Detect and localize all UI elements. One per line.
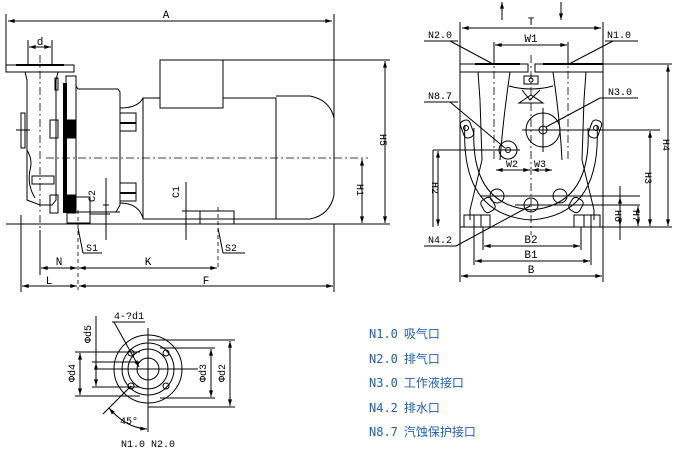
port-label-n1: N1.0 <box>607 31 631 42</box>
dim-h7-label: H7 <box>629 210 640 222</box>
holes-label: 4-?d1 <box>114 311 144 323</box>
legend-label: 工作液接口 <box>403 376 464 390</box>
dim-s1-label: S1 <box>86 244 98 255</box>
dim-d4-label: Φd4 <box>67 364 79 382</box>
dim-w1-label: W1 <box>524 34 538 46</box>
legend-item: N4.2 排水口 <box>369 400 476 425</box>
left-foot <box>463 214 491 228</box>
port-label-n2: N2.0 <box>428 31 452 42</box>
legend-item: N2.0 排气口 <box>369 351 476 376</box>
port-legend: N1.0 吸气口 N2.0 排气口 N3.0 工作液接口 N4.2 排水口 N8.7 汽蚀… <box>369 326 476 449</box>
dim-h4-label: H4 <box>659 139 670 151</box>
dim-d5-label: Φd5 <box>83 325 95 343</box>
terminal-box <box>159 59 224 109</box>
dim-s2-label: S2 <box>225 244 237 255</box>
dim-h5-label: H5 <box>376 134 387 146</box>
legend-code: N2.0 <box>369 351 398 366</box>
port-label-n3: N3.0 <box>608 88 632 99</box>
dim-h2-label: H2 <box>428 182 439 194</box>
dim-c1-label: C1 <box>172 186 183 198</box>
flange-caption: N1.0 N2.0 <box>121 440 175 451</box>
motor-fan-cover <box>276 95 335 220</box>
dim-f-label: F <box>203 276 210 288</box>
suction-flange <box>534 63 604 73</box>
legend-label: 排水口 <box>403 400 440 415</box>
right-foot <box>573 214 601 228</box>
legend-code: N1.0 <box>369 327 398 341</box>
legend-code: N3.0 <box>369 376 398 390</box>
dim-k-label: K <box>145 257 152 269</box>
legend-code: N8.7 <box>369 425 398 439</box>
legend-item: N1.0 吸气口 <box>369 326 476 351</box>
dim-h6-label: H6 <box>611 210 622 222</box>
dim-a-label: A <box>163 10 170 22</box>
legend-item: N3.0 工作液接口 <box>369 375 476 400</box>
dim-h1-label: H1 <box>353 184 364 196</box>
angle-label: 45° <box>120 416 138 428</box>
dim-t-label: T <box>528 17 535 29</box>
flange-view: Φd2 Φd3 Φd4 Φd5 4-?d1 45° N1.0 N2.0 <box>67 311 235 451</box>
legend-label: 汽蚀保护接口 <box>403 425 476 439</box>
dim-w2-label: W2 <box>506 160 518 171</box>
legend-label: 吸气口 <box>403 327 440 341</box>
dim-b2-label: B2 <box>524 235 537 247</box>
dim-c2-label: C2 <box>88 190 99 202</box>
port-label-n42: N4.2 <box>428 236 452 247</box>
port-label-n87: N8.7 <box>428 92 452 103</box>
legend-item: N8.7 汽蚀保护接口 <box>369 424 476 449</box>
dim-h3-label: H3 <box>641 172 652 184</box>
dim-l-label: L <box>46 276 53 288</box>
legend-code: N4.2 <box>369 400 398 415</box>
dim-d3-label: Φd3 <box>198 364 210 382</box>
legend-label: 排气口 <box>403 351 440 366</box>
dim-b1-label: B1 <box>524 250 538 262</box>
dim-n-label: N <box>56 257 63 269</box>
dim-d-label: d <box>37 37 44 49</box>
dim-b-label: B <box>528 265 535 277</box>
dim-w3-label: W3 <box>534 160 546 171</box>
dim-d2-label: Φd2 <box>217 364 229 382</box>
front-view: T W1 N2.0 N1.0 <box>424 1 672 282</box>
side-view: A d <box>5 10 390 292</box>
